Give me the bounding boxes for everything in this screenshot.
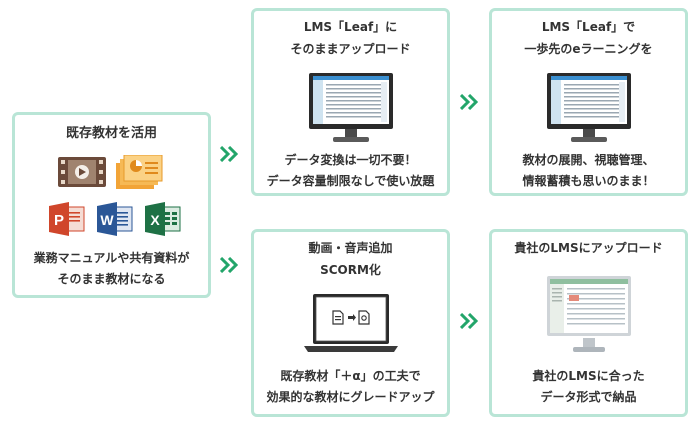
excel-icon: X bbox=[145, 202, 181, 236]
laptop-conversion-icon bbox=[304, 294, 398, 352]
card-title-line2: SCORM化 bbox=[320, 263, 381, 277]
excel-letter: X bbox=[150, 212, 160, 228]
card-desc-line1: 教材の展開、視聴管理、 bbox=[522, 153, 655, 167]
monitor-lms-icon bbox=[547, 73, 631, 142]
word-letter: W bbox=[100, 212, 114, 228]
card-title-line1: LMS「Leaf」で bbox=[541, 20, 636, 34]
card-desc-line2: 効果的な教材にグレードアップ bbox=[266, 390, 435, 404]
card-desc-line2: データ容量制限なしで使い放題 bbox=[266, 174, 435, 188]
chevron-right-icon bbox=[460, 94, 478, 110]
card-desc-line1: 貴社のLMSに合った bbox=[532, 369, 645, 383]
chevron-right-icon bbox=[220, 257, 238, 273]
card-upload-leaf: LMS「Leaf」に そのままアップロード データ変換は一切不要！ データ容量制… bbox=[251, 8, 450, 196]
monitor-own-lms-icon bbox=[547, 276, 631, 352]
card-title-line1: 貴社のLMSにアップロード bbox=[514, 241, 663, 255]
card-elearning-leaf: LMS「Leaf」で 一歩先のeラーニングを 教材の展開、視聴管理、 情報蓄積も… bbox=[489, 8, 688, 196]
chevron-right-icon bbox=[220, 146, 238, 162]
card-desc-line1: 既存教材「＋α」の工夫で bbox=[280, 369, 421, 383]
card-desc-line2: データ形式で納品 bbox=[540, 390, 637, 404]
card-title-line1: 動画・音声追加 bbox=[308, 241, 393, 255]
card-upload-own-lms: 貴社のLMSにアップロード 貴社のLMSに合った データ形式で納品 bbox=[489, 229, 688, 417]
video-file-icon bbox=[58, 157, 106, 187]
card-title-line2: そのままアップロード bbox=[290, 42, 411, 56]
card-desc-line1: データ変換は一切不要！ bbox=[284, 153, 417, 167]
chevron-right-icon bbox=[460, 313, 478, 329]
card-desc-line2: そのまま教材になる bbox=[57, 272, 166, 286]
card-desc-line2: 情報蓄積も思いのまま！ bbox=[522, 174, 655, 188]
presentation-slides-icon bbox=[116, 155, 163, 189]
powerpoint-letter: P bbox=[54, 212, 64, 229]
card-desc-line1: 業務マニュアルや共有資料が bbox=[33, 251, 190, 265]
card-existing-materials: 既存教材を活用 P W bbox=[12, 112, 211, 298]
monitor-lms-icon bbox=[309, 73, 393, 142]
card-title: 既存教材を活用 bbox=[65, 126, 157, 141]
powerpoint-icon: P bbox=[49, 202, 85, 236]
card-scorm: 動画・音声追加 SCORM化 既存教材「＋α」の工夫で 効果的な教材にグレードア… bbox=[251, 229, 450, 417]
word-icon: W bbox=[97, 202, 133, 236]
card-title-line2: 一歩先のeラーニングを bbox=[524, 42, 653, 56]
card-title-line1: LMS「Leaf」に bbox=[303, 20, 398, 34]
